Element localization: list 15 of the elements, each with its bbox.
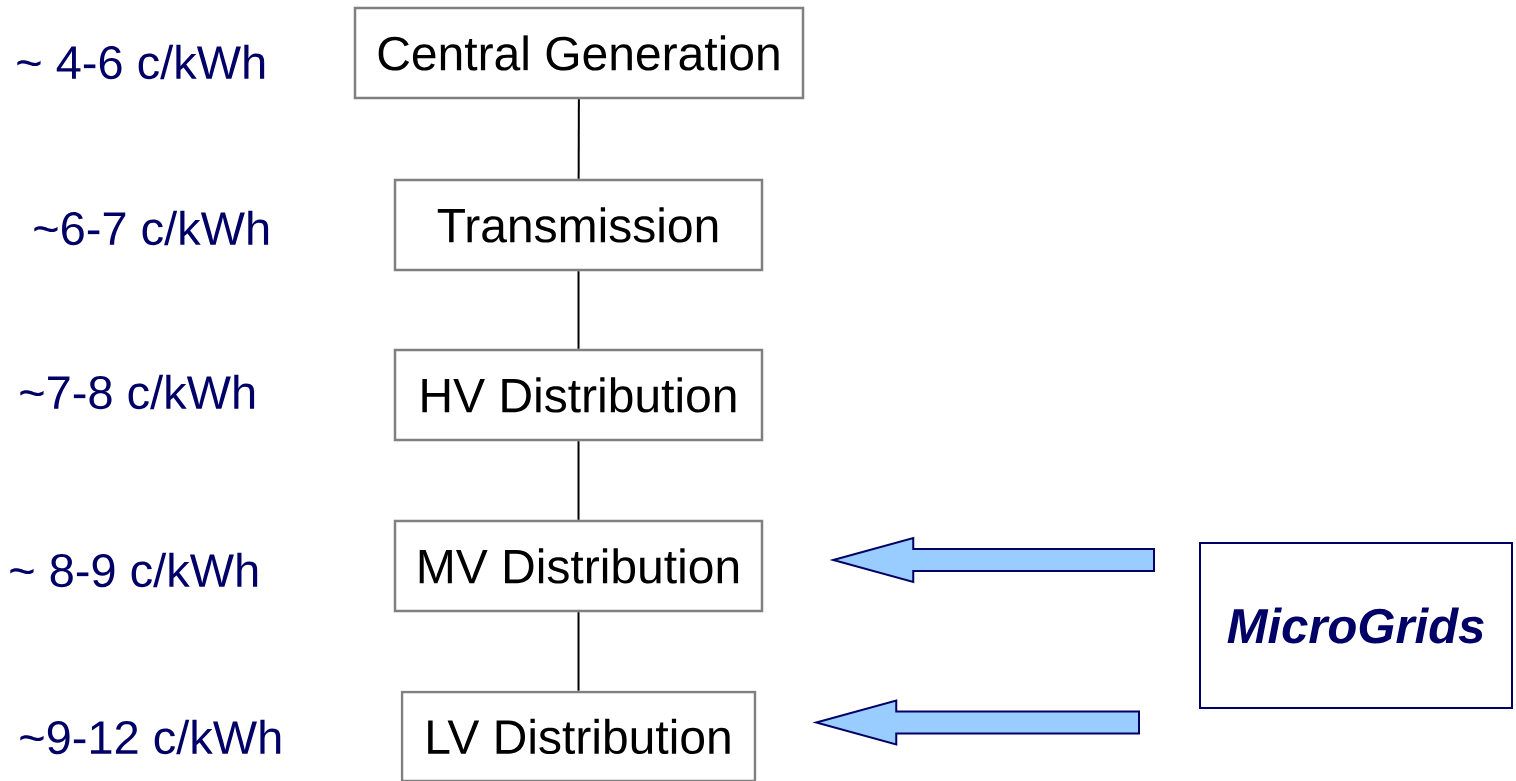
price-label: ~9-12 c/kWh <box>20 719 281 755</box>
process-box: LV Distribution <box>400 690 757 781</box>
connector-line <box>577 440 580 521</box>
process-box: HV Distribution <box>393 348 764 442</box>
price-label: ~6-7 c/kWh <box>34 210 269 246</box>
price-label: ~ 4-6 c/kWh <box>17 44 265 80</box>
price-label: ~7-8 c/kWh <box>20 374 255 410</box>
process-box: Transmission <box>393 178 764 272</box>
process-box: MV Distribution <box>393 519 764 613</box>
connector-line <box>577 270 580 350</box>
connector-line <box>577 611 580 692</box>
price-label: ~ 8-9 c/kWh <box>10 552 258 588</box>
group-box: MicroGrids <box>1199 542 1513 709</box>
process-box: Central Generation <box>353 6 805 100</box>
connector-line <box>577 98 580 180</box>
